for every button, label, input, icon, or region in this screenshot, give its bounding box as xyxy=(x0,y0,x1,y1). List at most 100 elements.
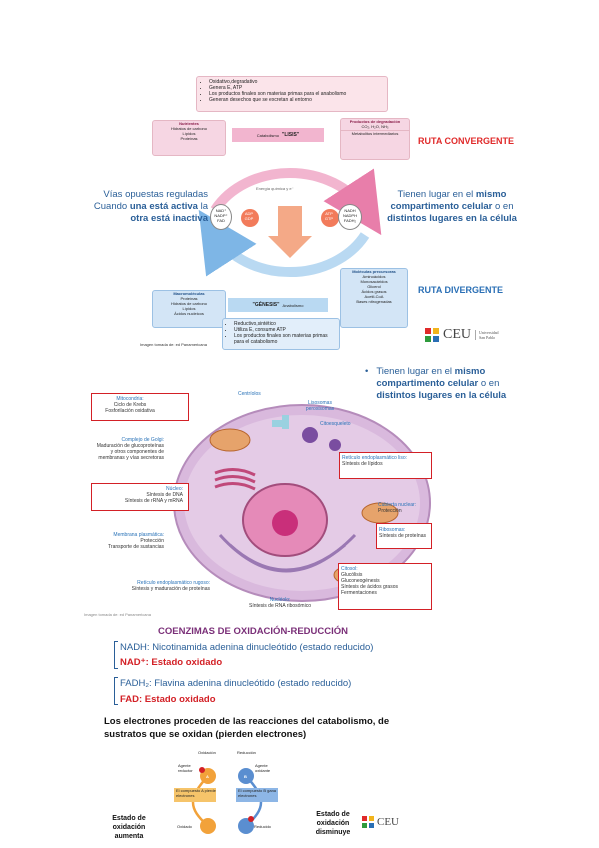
macro-title: Macromoléculas xyxy=(173,291,205,296)
degradation-products-box: Productos de degradación CO₂, H₂O, NH₃ M… xyxy=(340,118,410,160)
redox-diagram xyxy=(174,767,278,834)
adp-text: ADP xyxy=(244,211,254,216)
rough-er-label: Retículo endoplasmático rugoso: Síntesis… xyxy=(80,580,210,592)
coenzyme-fadh2: FADH₂ xyxy=(343,218,357,223)
anabolic-arc xyxy=(198,209,370,278)
cytosol-desc: Síntesis de ácidos grasos xyxy=(341,584,398,590)
ceu-cross-icon xyxy=(425,328,439,342)
nucleus-title: Núcleo: xyxy=(166,486,183,492)
ribo-desc: Síntesis de proteínas xyxy=(379,533,426,539)
rel-title: Retículo endoplasmático liso: xyxy=(342,455,408,461)
nucleolus-label: Nucléolo: Síntesis de RNA ribosómico xyxy=(230,597,330,609)
coenzyme-nad: NAD⁺ xyxy=(215,208,227,213)
nuclear-envelope-label: Cubierta nuclear: Protección xyxy=(378,502,438,514)
precursor-item: Bases nitrogenadas xyxy=(356,299,392,304)
plasma-membrane-label: Membrana plasmática: Protección Transpor… xyxy=(70,532,164,550)
fadh-bracket xyxy=(114,677,118,705)
compound-a-bottom xyxy=(200,818,216,834)
golgi-desc: y otros componentes de xyxy=(110,449,164,455)
nucleolus-shape xyxy=(272,510,298,536)
reducing-agent-label: Agente reductor xyxy=(178,763,193,773)
down-arrow-head xyxy=(268,236,312,258)
bullet-dot: • xyxy=(365,366,369,377)
smooth-er-label: Retículo endoplasmático liso: Síntesis d… xyxy=(342,455,432,467)
anabolism-properties-box: Reductivo,sintético Utiliza E, consume A… xyxy=(222,318,340,350)
coenzyme-fad: FAD xyxy=(217,218,225,223)
location-bullet: • Tienen lugar en el mismo compartimento… xyxy=(365,366,545,402)
precursor-item: Ácidos grasos xyxy=(361,289,387,294)
bullet-p4: o en xyxy=(478,378,500,389)
macro-item: Hidratos de carbono xyxy=(170,301,208,306)
oxidized-coenzymes: NAD⁺ NADP⁺ FAD xyxy=(210,204,232,230)
ruta-convergente: RUTA CONVERGENTE xyxy=(418,136,515,146)
compound-b-top xyxy=(238,768,254,784)
envelope-desc: Protección xyxy=(378,508,402,514)
atp-label: ATP GTP xyxy=(322,211,336,221)
cytosol-title: Citosol: xyxy=(341,566,358,572)
membrane-desc: Protección xyxy=(140,538,164,544)
mito-desc: Ciclo de Krebs xyxy=(113,402,147,408)
nucleus-label: Núcleo: Síntesis de DNA Síntesis de rRNA… xyxy=(95,486,183,504)
catabolism-prop: Oxidativo,degradativo xyxy=(209,79,383,85)
fadh-line: FADH₂: Flavina adenina dinucleótido (est… xyxy=(120,678,352,689)
bullet-p2: mismo xyxy=(454,366,486,377)
precursor-item: Glicerol xyxy=(367,284,381,289)
metabolism-cycle-diagram xyxy=(198,167,382,278)
ceu-logo-2: CEU xyxy=(362,816,399,828)
rer-title: Retículo endoplasmático rugoso: xyxy=(137,580,210,586)
cytosol-desc: Gluconeogénesis xyxy=(341,578,380,584)
degradation-title: Productos de degradación xyxy=(349,119,401,124)
macro-item: Ácidos nucleicos xyxy=(174,311,204,316)
nutrients-item: Proteínas xyxy=(180,136,198,141)
electrons-text: Los electrones proceden de las reaccione… xyxy=(104,716,390,740)
opposed-line2b: una está activa xyxy=(129,201,198,212)
loses-electrons-label: El compuesto A pierde electrones xyxy=(176,788,216,798)
bullet-p5: distintos lugares en la célula xyxy=(376,390,507,401)
gdp-text: GDP xyxy=(244,216,254,221)
gtp-text: GTP xyxy=(324,216,334,221)
adp-label: ADP GDP xyxy=(242,211,256,221)
ribosomes-box xyxy=(376,523,432,549)
envelope-title: Cubierta nuclear: xyxy=(378,502,417,508)
genesis-label: "GÉNESIS" xyxy=(252,301,280,308)
nutrients-box: Nutrientes Hidratos de carbono Lípidos P… xyxy=(152,120,226,156)
nad-line: NAD⁺: Estado oxidado xyxy=(120,657,223,668)
oxidizing-agent-label: Agente oxidante xyxy=(255,763,271,773)
opposed-line2c: la xyxy=(197,201,208,212)
catabolism-prop: Genera E, ATP xyxy=(209,85,383,91)
cytoskeleton-label: Citoesqueleto xyxy=(320,421,351,427)
compound-a-letter: A xyxy=(206,774,209,779)
catabolism-label: Catabolismo xyxy=(256,132,279,138)
catabolism-prop: Los productos finales son materias prima… xyxy=(209,91,383,97)
down-arrow-shaft xyxy=(278,206,302,236)
oxidation-state-decreases: Estado de oxidación disminuye xyxy=(315,811,351,836)
macro-item: Proteínas xyxy=(180,296,198,301)
location-text: Tienen lugar en el mismo compartimento c… xyxy=(362,189,542,225)
precursor-item: Acetil-CoA xyxy=(364,294,384,299)
ceu-name: CEU xyxy=(443,327,471,342)
gains-electrons-label: El compuesto B gana electrones xyxy=(238,788,277,798)
cytosol-box xyxy=(338,563,432,610)
anabolism-prop: Utiliza E, consume ATP xyxy=(234,327,336,333)
mitochondria-label: Mitocondria: Ciclo de Krebs Fosforilació… xyxy=(95,396,165,414)
fad-line: FAD: Estado oxidado xyxy=(120,694,216,705)
adp-circle xyxy=(241,209,259,227)
mito-title: Mitocondria: xyxy=(116,396,144,402)
reduced-label: Reducido xyxy=(254,824,271,829)
nucleus-desc: Síntesis de DNA xyxy=(146,492,183,498)
compound-b-bottom xyxy=(238,818,254,834)
compound-b-letter: B xyxy=(244,774,247,779)
golgi-desc: Maduración de glucoproteínas xyxy=(96,443,164,449)
animal-cell-illustration xyxy=(173,404,431,602)
nadh-bracket xyxy=(114,641,118,669)
reduced-coenzymes: NADH NADPH FADH₂ xyxy=(338,204,362,230)
macromolecules-box: Macromoléculas Proteínas Hidratos de car… xyxy=(152,290,226,328)
opposed-pathways-text: Vías opuestas reguladas Cuando una está … xyxy=(60,189,208,225)
catabolism-properties-box: Oxidativo,degradativo Genera E, ATP Los … xyxy=(196,76,388,112)
lisis-label: "LISIS" xyxy=(281,131,300,138)
energy-label: Energía química y e⁻ xyxy=(256,186,294,191)
degradation-item: CO₂, H₂O, NH₃ xyxy=(361,124,389,129)
membrane-desc: Transporte de sustancias xyxy=(108,544,164,550)
anabolism-prop: Reductivo,sintético xyxy=(234,321,336,327)
precursor-item: Aminoácidos xyxy=(362,274,386,279)
